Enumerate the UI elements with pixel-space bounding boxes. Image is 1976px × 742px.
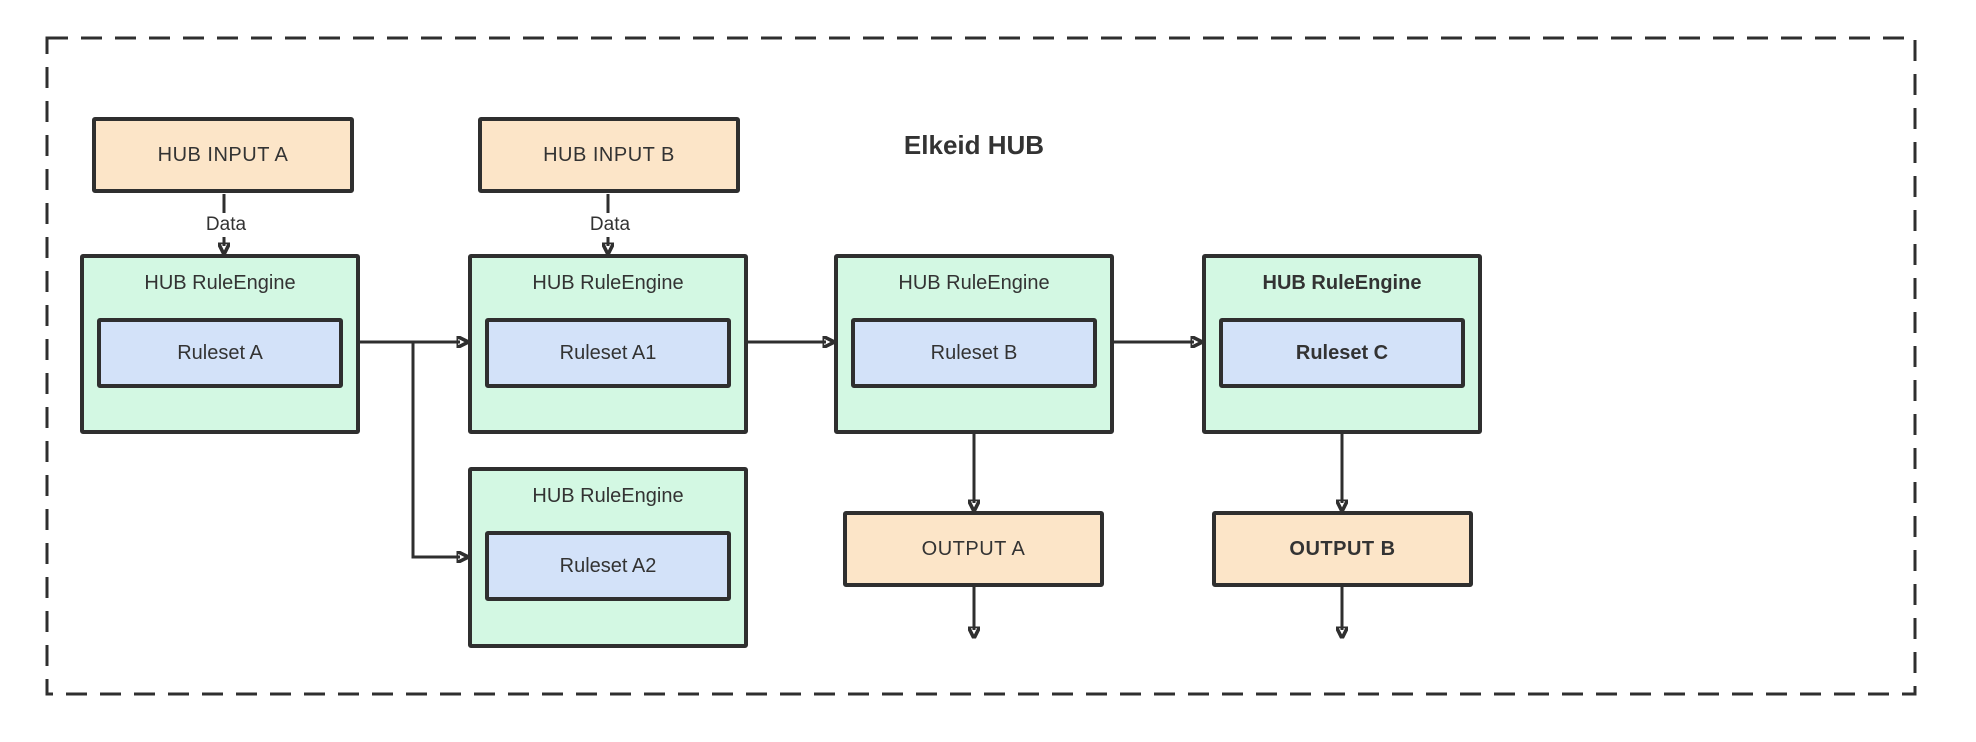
node-rule-engine-2: HUB RuleEngine Ruleset A1 — [468, 254, 748, 434]
node-rule-engine-4: HUB RuleEngine Ruleset C — [1202, 254, 1482, 434]
diagram-title: Elkeid HUB — [903, 130, 1045, 160]
node-hub-input-a: HUB INPUT A — [92, 117, 354, 193]
rule-engine-1-title: HUB RuleEngine — [144, 272, 296, 294]
output-b-label: OUTPUT B — [1289, 537, 1396, 560]
node-hub-input-b: HUB INPUT B — [478, 117, 740, 193]
ruleset-a2-label: Ruleset A2 — [559, 554, 657, 577]
edge-label-data-a: Data — [196, 213, 256, 237]
node-rule-engine-3: HUB RuleEngine Ruleset B — [834, 254, 1114, 434]
node-ruleset-a1: Ruleset A1 — [485, 318, 731, 388]
node-rule-engine-5: HUB RuleEngine Ruleset A2 — [468, 467, 748, 648]
node-ruleset-c: Ruleset C — [1219, 318, 1465, 388]
diagram-boundary — [45, 36, 1917, 696]
node-ruleset-b: Ruleset B — [851, 318, 1097, 388]
rule-engine-5-title: HUB RuleEngine — [532, 485, 684, 507]
ruleset-b-label: Ruleset B — [930, 341, 1018, 364]
node-output-b: OUTPUT B — [1212, 511, 1473, 587]
rule-engine-3-title: HUB RuleEngine — [898, 272, 1050, 294]
node-ruleset-a2: Ruleset A2 — [485, 531, 731, 601]
ruleset-a1-label: Ruleset A1 — [559, 341, 657, 364]
ruleset-a-label: Ruleset A — [177, 341, 263, 364]
hub-input-a-label: HUB INPUT A — [157, 143, 289, 166]
node-rule-engine-1: HUB RuleEngine Ruleset A — [80, 254, 360, 434]
arrow-engine-1-branch-to-engine-5 — [411, 342, 460, 557]
ruleset-c-label: Ruleset C — [1295, 341, 1389, 364]
output-a-label: OUTPUT A — [921, 537, 1026, 560]
edge-label-data-b: Data — [580, 213, 640, 237]
rule-engine-2-title: HUB RuleEngine — [532, 272, 684, 294]
node-output-a: OUTPUT A — [843, 511, 1104, 587]
rule-engine-4-title: HUB RuleEngine — [1262, 272, 1422, 294]
node-ruleset-a: Ruleset A — [97, 318, 343, 388]
hub-input-b-label: HUB INPUT B — [543, 143, 675, 166]
